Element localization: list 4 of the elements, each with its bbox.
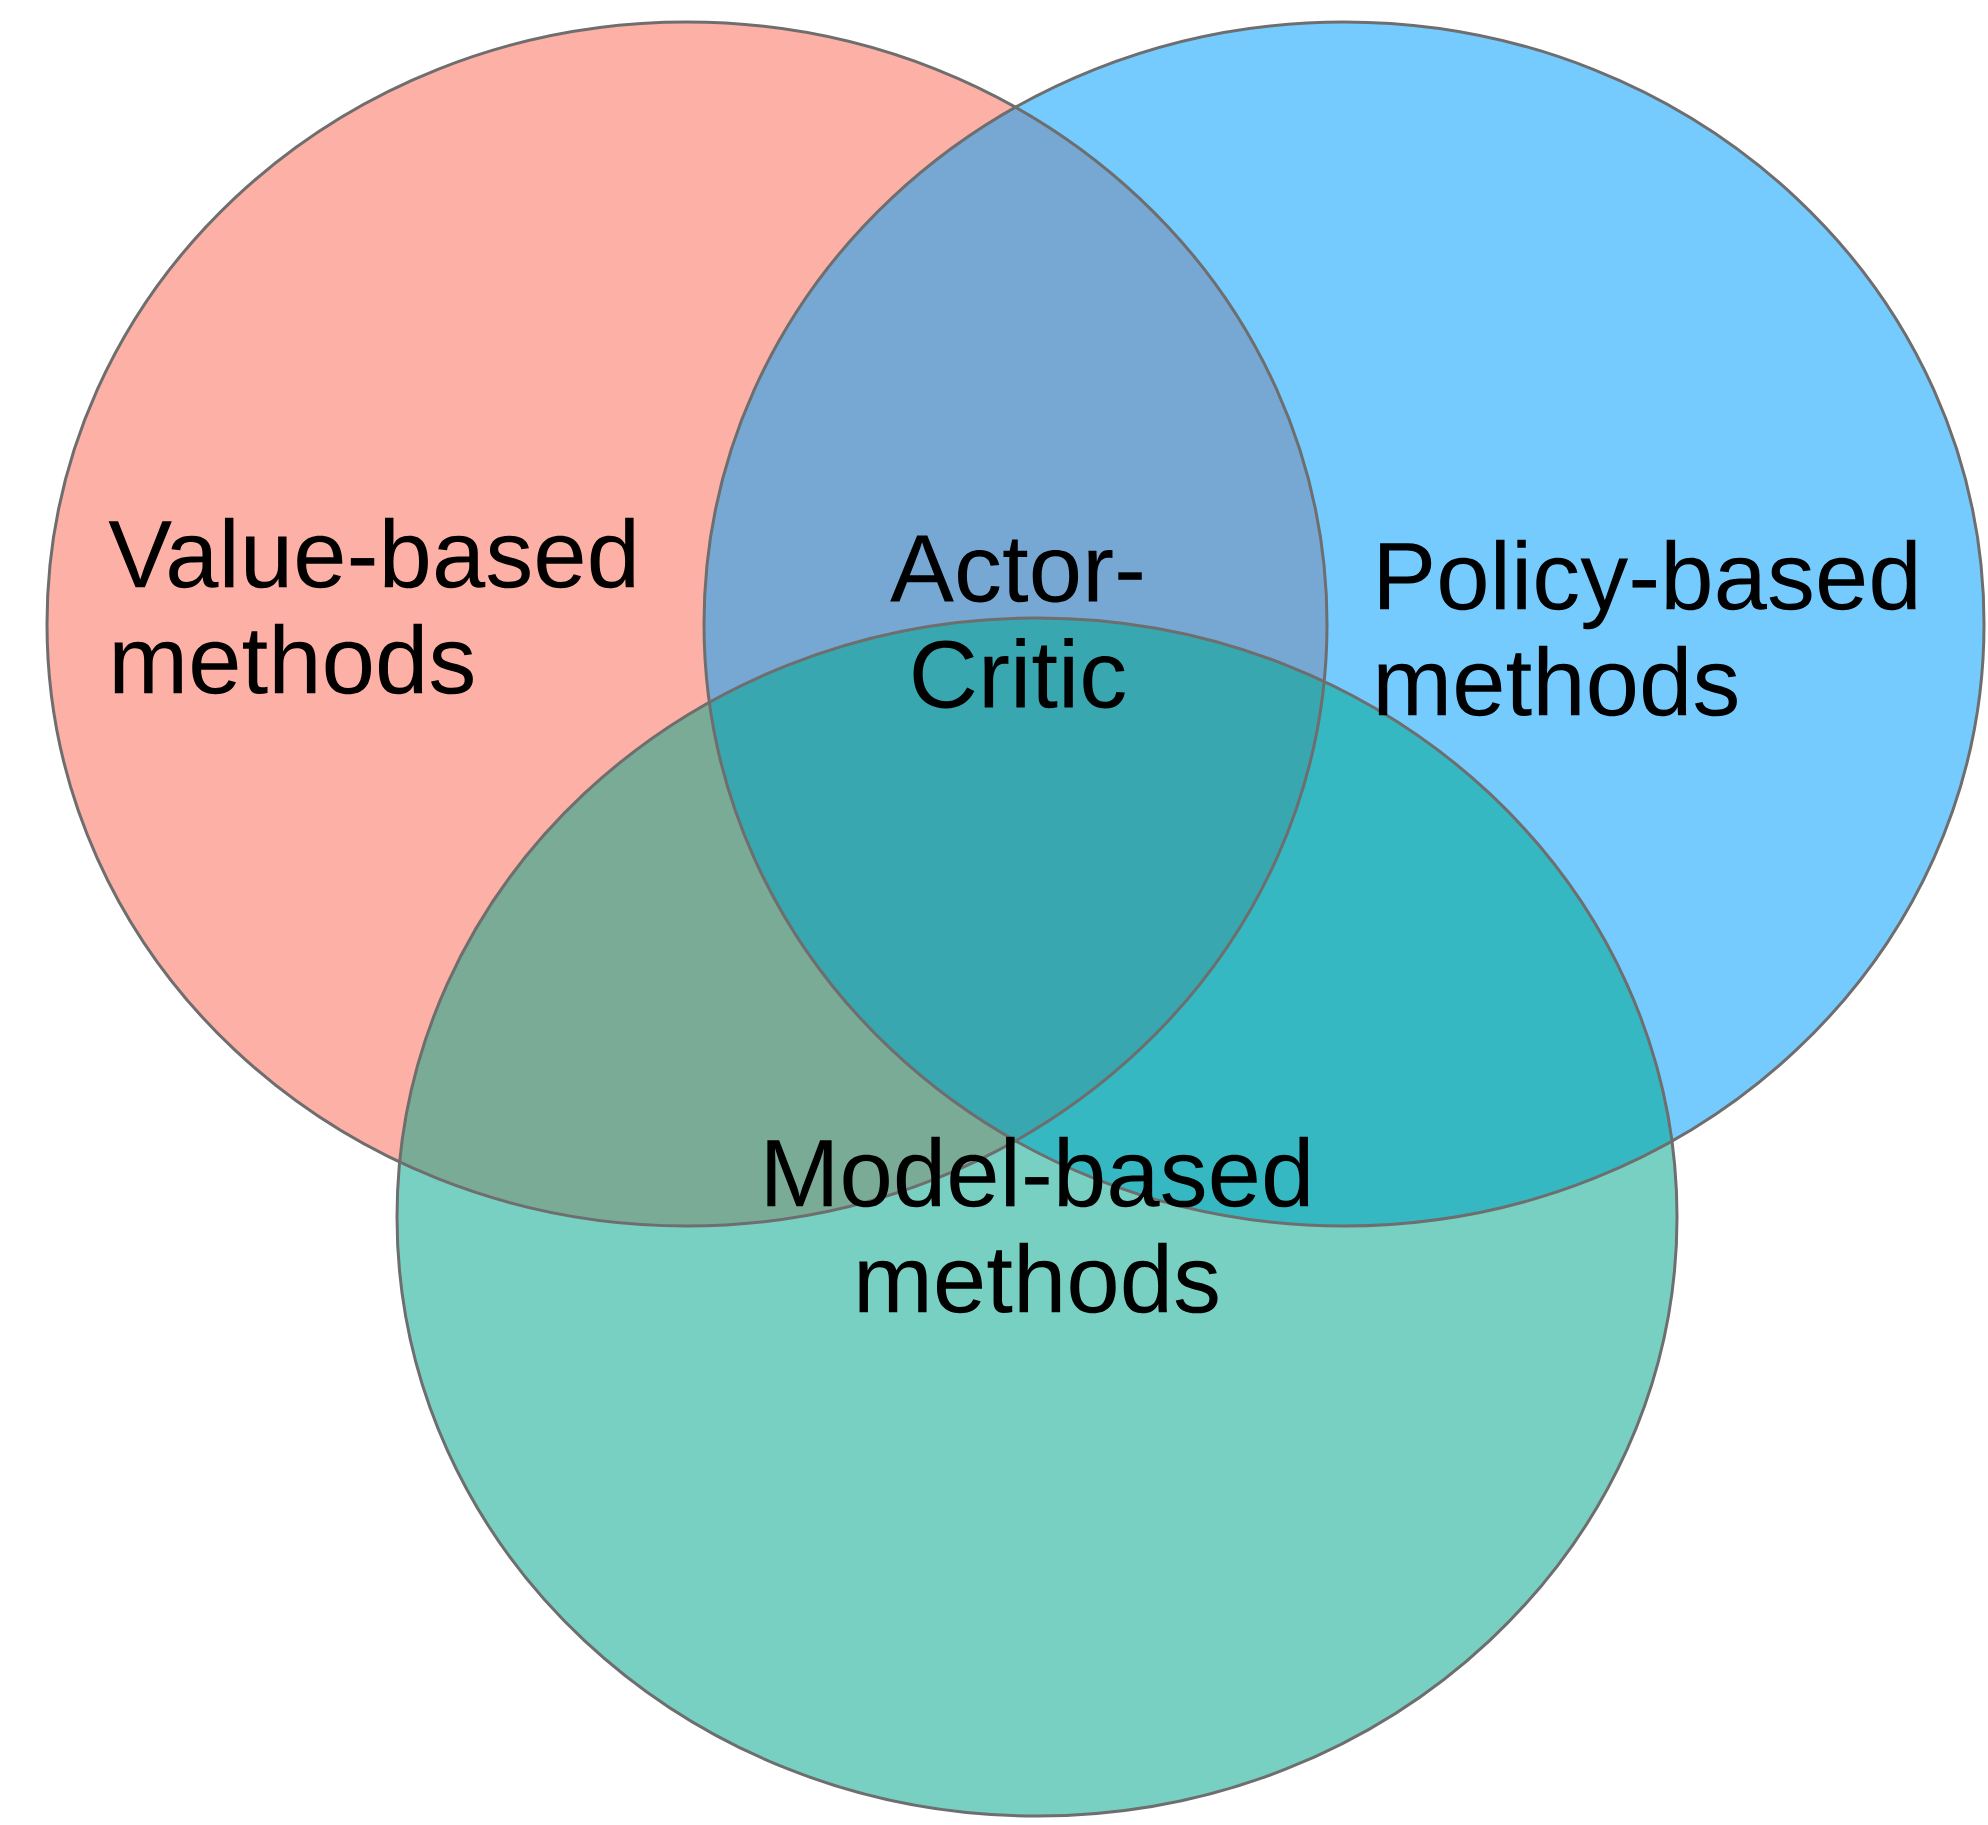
region-label: Policy-based methods [1378,539,1916,717]
region-label: Value-based methods [108,517,634,695]
region-label: Actor-Critic [890,535,1142,709]
region-label: Model-based methods [767,1136,1309,1314]
